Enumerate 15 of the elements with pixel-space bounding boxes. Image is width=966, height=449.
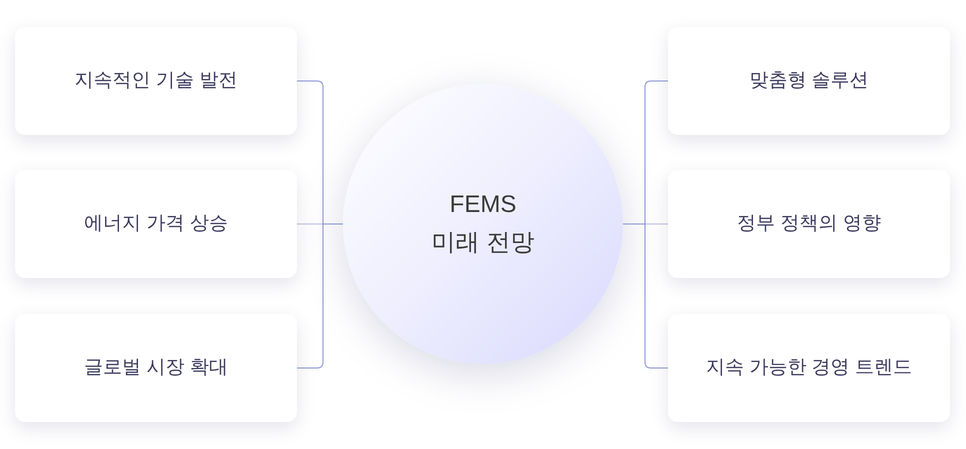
card-label: 맞춤형 솔루션 — [749, 69, 869, 93]
topic-card — [668, 170, 950, 278]
connector-line — [622, 224, 668, 368]
topic-card — [668, 27, 950, 135]
connector-line — [296, 224, 344, 368]
topic-card — [15, 170, 297, 278]
card-label: 정부 정책의 영향 — [737, 212, 881, 236]
card-label: 지속적인 기술 발전 — [74, 69, 238, 93]
circle-label: FEMS 미래 전망 — [430, 190, 536, 258]
topic-card — [668, 314, 950, 422]
card-label: 에너지 가격 상승 — [84, 212, 228, 236]
card-label: 지속 가능한 경영 트렌드 — [706, 356, 912, 380]
topic-card — [15, 314, 297, 422]
topic-card — [15, 27, 297, 135]
card-label: 글로벌 시장 확대 — [84, 356, 228, 380]
